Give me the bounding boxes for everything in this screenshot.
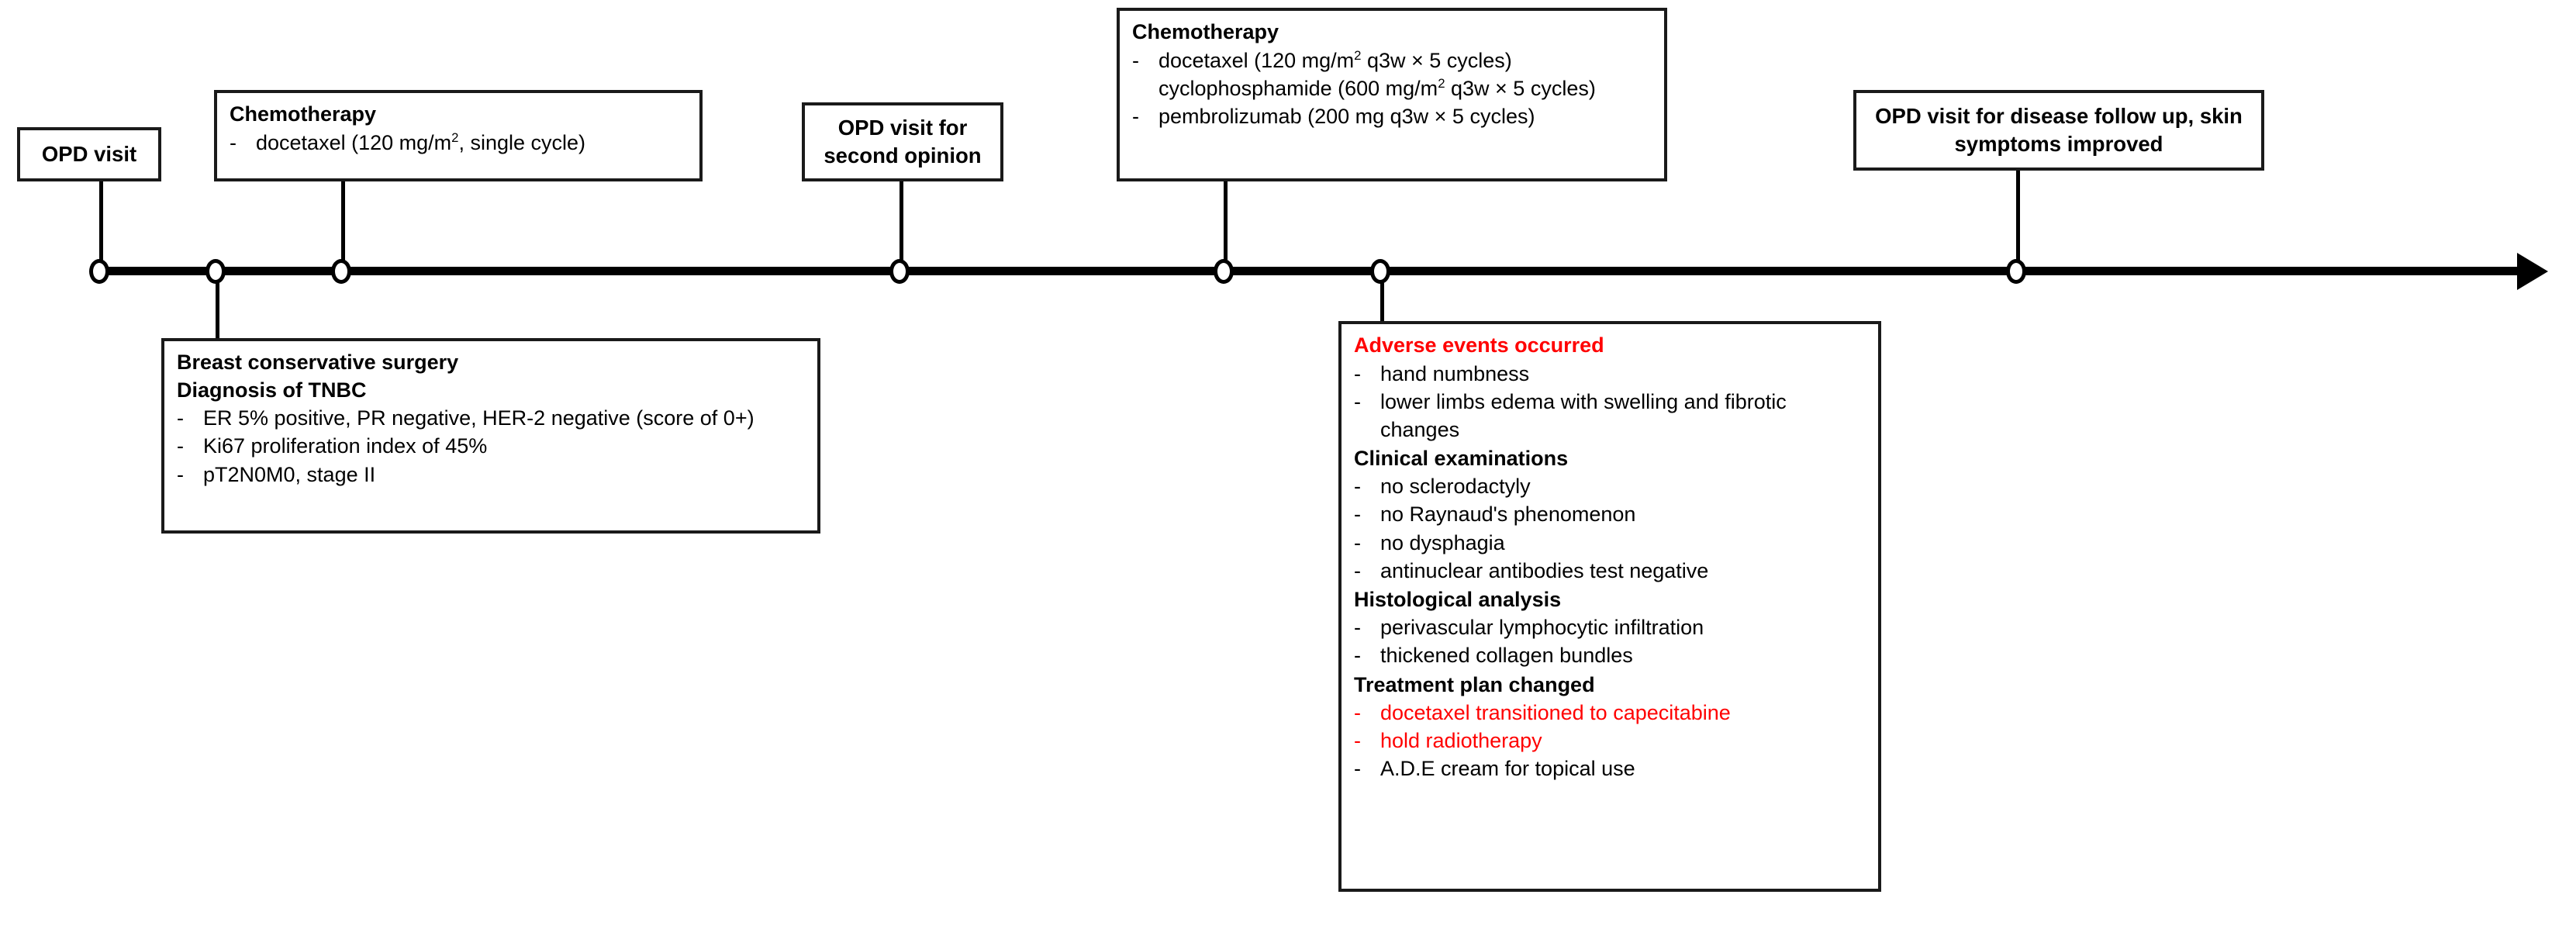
bullet-dash: - — [1132, 48, 1139, 72]
bullet-text: ER 5% positive, PR negative, HER-2 negat… — [203, 406, 754, 430]
clinical-item: - no Raynaud's phenomenon — [1354, 500, 1866, 528]
event-box-chemotherapy-first[interactable]: Chemotherapy - docetaxel (120 mg/m2, sin… — [214, 90, 703, 181]
treatment-item: - hold radiotherapy — [1354, 727, 1866, 755]
clinical-examinations-header: Clinical examinations — [1354, 447, 1569, 471]
timeline-node-4[interactable] — [889, 259, 910, 284]
bullet-text: Ki67 proliferation index of 45% — [203, 434, 488, 458]
bullet-dash: - — [1354, 475, 1361, 499]
timeline-node-1[interactable] — [89, 259, 109, 284]
second-opinion-line-2: second opinion — [824, 143, 982, 168]
treatment-item: - A.D.E cream for topical use — [1354, 755, 1866, 782]
bullet-dash: - — [1354, 700, 1361, 724]
chemo-second-item-docetaxel: - docetaxel (120 mg/m2 q3w × 5 cycles) — [1132, 47, 1652, 74]
connector-follow-up — [2016, 171, 2020, 268]
histological-item: - thickened collagen bundles — [1354, 641, 1866, 669]
bullet-dash: - — [177, 406, 184, 430]
connector-chemo-first — [341, 181, 345, 268]
bullet-dash: - — [1354, 616, 1361, 640]
bullet-dash: - — [1132, 104, 1139, 128]
bullet-text: A.D.E cream for topical use — [1380, 757, 1635, 781]
surgery-title: Breast conservative surgery — [177, 351, 459, 374]
timeline-node-6[interactable] — [1370, 259, 1390, 284]
clinical-item: - no sclerodactyly — [1354, 472, 1866, 500]
diagnosis-item: - Ki67 proliferation index of 45% — [177, 432, 805, 460]
adverse-item: - lower limbs edema with swelling and fi… — [1354, 388, 1866, 416]
bullet-dash: - — [1354, 728, 1361, 752]
adverse-item: - hand numbness — [1354, 360, 1866, 388]
timeline-node-3[interactable] — [331, 259, 351, 284]
bullet-dash: - — [1354, 644, 1361, 668]
bullet-text: no sclerodactyly — [1380, 475, 1531, 499]
event-box-adverse-events[interactable]: Adverse events occurred - hand numbness … — [1338, 321, 1881, 892]
treatment-plan-header: Treatment plan changed — [1354, 672, 1595, 696]
bullet-text: changes — [1380, 417, 1460, 441]
diagnosis-item: - pT2N0M0, stage II — [177, 461, 805, 489]
event-box-second-opinion[interactable]: OPD visit for second opinion — [802, 102, 1003, 181]
bullet-dash: - — [1354, 361, 1361, 385]
bullet-text: pembrolizumab (200 mg q3w × 5 cycles) — [1159, 104, 1535, 128]
bullet-dash: - — [1354, 558, 1361, 582]
bullet-text: antinuclear antibodies test negative — [1380, 558, 1709, 582]
event-box-surgery-diagnosis[interactable]: Breast conservative surgery Diagnosis of… — [161, 338, 820, 534]
bullet-text: thickened collagen bundles — [1380, 644, 1633, 668]
follow-up-line-1: OPD visit for disease follow up, skin — [1875, 103, 2243, 128]
connector-adverse-events — [1380, 273, 1384, 323]
diagnosis-item: - ER 5% positive, PR negative, HER-2 neg… — [177, 404, 805, 432]
histological-item: - perivascular lymphocytic infiltration — [1354, 613, 1866, 641]
adverse-item-wrap: - changes — [1354, 416, 1866, 444]
event-box-chemotherapy-second[interactable]: Chemotherapy - docetaxel (120 mg/m2 q3w … — [1117, 8, 1667, 181]
timeline-node-2[interactable] — [205, 259, 226, 284]
bullet-text: pT2N0M0, stage II — [203, 462, 376, 486]
bullet-dash: - — [230, 130, 237, 154]
chemo-first-item: - docetaxel (120 mg/m2, single cycle) — [230, 129, 687, 157]
event-box-follow-up[interactable]: OPD visit for disease follow up, skin sy… — [1853, 90, 2264, 171]
clinical-item: - no dysphagia — [1354, 529, 1866, 557]
chemo-first-title: Chemotherapy — [230, 102, 377, 126]
bullet-text: docetaxel (120 mg/m2 q3w × 5 cycles) — [1159, 47, 1512, 72]
bullet-text: perivascular lymphocytic infiltration — [1380, 616, 1704, 640]
bullet-text: docetaxel transitioned to capecitabine — [1380, 700, 1731, 724]
bullet-dash: - — [1354, 389, 1361, 413]
diagnosis-title: Diagnosis of TNBC — [177, 378, 367, 402]
opd-visit-title: OPD visit — [41, 141, 137, 166]
bullet-text: no Raynaud's phenomenon — [1380, 503, 1636, 527]
treatment-item: - docetaxel transitioned to capecitabine — [1354, 699, 1866, 727]
bullet-dash: - — [177, 462, 184, 486]
bullet-dash: - — [1354, 530, 1361, 554]
adverse-events-header: Adverse events occurred — [1354, 333, 1604, 357]
histological-analysis-header: Histological analysis — [1354, 588, 1562, 611]
follow-up-line-2: symptoms improved — [1954, 132, 2163, 156]
chemo-second-title: Chemotherapy — [1132, 20, 1279, 43]
connector-second-opinion — [900, 181, 903, 268]
second-opinion-line-1: OPD visit for — [837, 115, 968, 140]
bullet-text: no dysphagia — [1380, 530, 1505, 554]
bullet-text: docetaxel (120 mg/m2, single cycle) — [256, 130, 585, 154]
bullet-dash: - — [1354, 757, 1361, 781]
bullet-text: hand numbness — [1380, 361, 1530, 385]
connector-opd-visit — [99, 181, 103, 268]
bullet-dash: - — [177, 434, 184, 458]
chemo-second-item-pembrolizumab: - pembrolizumab (200 mg q3w × 5 cycles) — [1132, 102, 1652, 130]
bullet-text: cyclophosphamide (600 mg/m2 q3w × 5 cycl… — [1159, 75, 1596, 100]
clinical-item: - antinuclear antibodies test negative — [1354, 557, 1866, 585]
chemo-second-item-cyclophosphamide: - cyclophosphamide (600 mg/m2 q3w × 5 cy… — [1132, 74, 1652, 102]
timeline-node-7[interactable] — [2006, 259, 2026, 284]
event-box-opd-visit[interactable]: OPD visit — [17, 127, 161, 181]
connector-surgery — [216, 273, 219, 340]
bullet-text: hold radiotherapy — [1380, 728, 1542, 752]
timeline-node-5[interactable] — [1214, 259, 1234, 284]
connector-chemo-second — [1224, 181, 1228, 268]
bullet-text: lower limbs edema with swelling and fibr… — [1380, 389, 1787, 413]
bullet-dash: - — [1354, 503, 1361, 527]
timeline-axis — [92, 267, 2526, 275]
timeline-arrow-icon — [2517, 253, 2548, 290]
